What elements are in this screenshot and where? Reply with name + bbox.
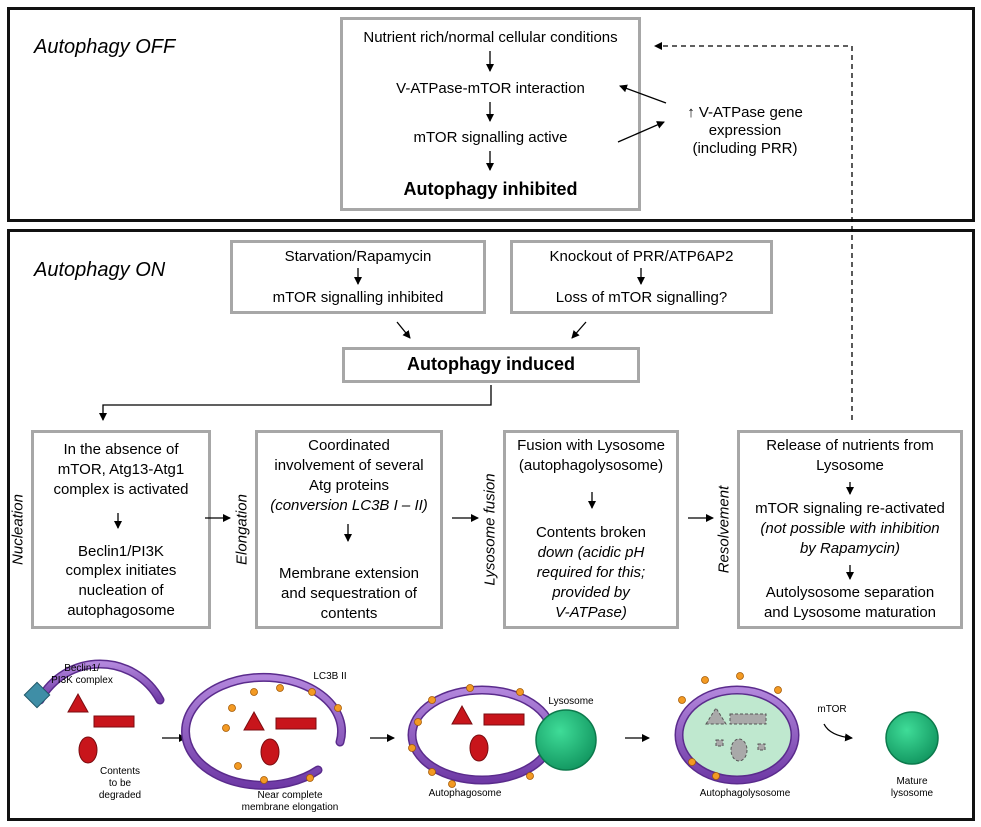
cargo-ellipse-1: [78, 736, 98, 764]
mature-lysosome-shape: [885, 711, 939, 765]
contents-label-3: degraded: [98, 790, 142, 801]
vatpase-line-1: ↑ V-ATPase gene: [687, 104, 803, 121]
fusion-line-6: provided by: [552, 584, 630, 601]
fusion-line-5: required for this;: [536, 564, 646, 581]
elongation-line-4: (conversion LC3B I – II): [270, 497, 428, 514]
cargo-rect-3: [483, 713, 525, 726]
cargo-rect-1: [93, 715, 135, 728]
cargo-ellipse-3: [469, 734, 489, 762]
nucleation-line-1: In the absence of: [63, 441, 179, 458]
mtor-label: mTOR: [817, 704, 847, 715]
starvation-text: Starvation/Rapamycin: [284, 248, 432, 265]
autophagy-on-label: Autophagy ON: [34, 259, 166, 281]
degraded-cargo: [705, 707, 767, 762]
contents-label-2: to be: [108, 778, 132, 789]
phagophore: [35, 659, 165, 705]
fusion-line-4: down (acidic pH: [537, 544, 645, 561]
beclin-label-1: Beclin1/: [64, 663, 100, 674]
elongation-line-5: Membrane extension: [278, 565, 420, 582]
near-complete-label-1: Near complete: [257, 790, 323, 801]
mature-lysosome-label-2: lysosome: [890, 788, 934, 799]
nucleation-line-6: nucleation of: [78, 582, 164, 599]
nucleation-line-3: complex is activated: [53, 481, 189, 498]
arrow-signalling-to-vatpase: [617, 121, 665, 143]
nucleation-line-4: Beclin1/PI3K: [78, 543, 164, 560]
lc3b-dots-2: [222, 684, 342, 784]
cargo-triangle-2: [243, 710, 265, 731]
mature-lysosome-label-1: Mature: [896, 776, 928, 787]
autophagy-off-panel: [7, 7, 975, 222]
autophagy-induced-box: [342, 347, 640, 383]
off-step-4: Autophagy inhibited: [403, 179, 578, 199]
resolvement-line-6: Autolysosome separation: [765, 584, 935, 601]
dashed-feedback-line: [662, 45, 853, 420]
resolvement-line-2: Lysosome: [816, 457, 884, 474]
autophagolysosome-shape: [674, 685, 800, 785]
arrow-vatpase-to-interaction: [619, 84, 667, 104]
fusion-box: [503, 430, 679, 629]
autophagolysosome-label: Autophagolysosome: [699, 788, 791, 799]
elongation-box: [255, 430, 443, 629]
arrow-to-induced-left: [396, 321, 411, 339]
elongating-membrane: [181, 672, 347, 790]
elongation-line-2: involvement of several: [274, 457, 424, 474]
elongation-line-1: Coordinated: [308, 437, 390, 454]
resolvement-line-3: mTOR signaling re-activated: [755, 500, 945, 517]
off-box: [340, 17, 641, 211]
nucleation-line-5: complex initiates: [65, 562, 177, 579]
vatpase-line-3: (including PRR): [692, 140, 798, 157]
elongation-line-6: and sequestration of: [281, 585, 417, 602]
near-complete-label-2: membrane elongation: [241, 802, 339, 813]
mtor-inhibited-text: mTOR signalling inhibited: [272, 289, 444, 306]
fusion-line-3: Contents broken: [535, 524, 647, 541]
autophagy-off-label: Autophagy OFF: [34, 36, 176, 58]
autophagy-on-panel: [7, 229, 975, 821]
elongation-line-3: Atg proteins: [308, 477, 390, 494]
knockout-text: Knockout of PRR/ATP6AP2: [549, 248, 734, 265]
cargo-triangle-3: [451, 704, 473, 725]
resolvement-line-7: and Lysosome maturation: [763, 604, 937, 621]
lc3b-dots-4: [678, 672, 782, 780]
arrow-illus-mtor: [823, 723, 853, 742]
off-step-1: Nutrient rich/normal cellular conditions: [363, 29, 618, 46]
resolvement-line-5: by Rapamycin): [799, 540, 901, 557]
contents-label-1: Contents: [99, 766, 141, 777]
lc3b-label: LC3B II: [313, 671, 347, 682]
nucleation-line-7: autophagosome: [67, 602, 175, 619]
beclin-label-2: PI3K complex: [51, 675, 113, 686]
autophagosome-label: Autophagosome: [428, 788, 502, 799]
vatpase-line-2: expression: [708, 122, 782, 139]
nucleation-line-2: mTOR, Atg13-Atg1: [57, 461, 185, 478]
cargo-rect-2: [275, 717, 317, 730]
elongation-line-7: contents: [320, 605, 378, 622]
off-step-2: V-ATPase-mTOR interaction: [396, 80, 585, 97]
resolvement-line-1: Release of nutrients from: [766, 437, 934, 454]
nucleation-box: [31, 430, 211, 629]
cargo-triangle-1: [67, 692, 89, 713]
fusion-line-7: V-ATPase): [555, 604, 627, 621]
dashed-feedback-arrowhead: [654, 42, 662, 50]
lysosome-label: Lysosome: [548, 696, 594, 707]
lc3b-dots-3: [408, 684, 534, 788]
fusion-line-1: Fusion with Lysosome: [517, 437, 665, 454]
loss-mtor-text: Loss of mTOR signalling?: [555, 289, 728, 306]
beclin-complex-shape: [23, 681, 51, 709]
autophagy-induced-text: Autophagy induced: [407, 354, 575, 374]
cargo-ellipse-2: [260, 738, 280, 766]
off-step-3: mTOR signalling active: [413, 129, 568, 146]
resolvement-box: [737, 430, 963, 629]
arrow-induced-to-nucleation: [99, 385, 492, 421]
fusion-line-2: (autophagolysosome): [518, 457, 664, 474]
arrow-to-induced-right: [571, 321, 587, 339]
lysosome-shape: [535, 709, 597, 771]
resolvement-line-4: (not possible with inhibition: [760, 520, 940, 537]
